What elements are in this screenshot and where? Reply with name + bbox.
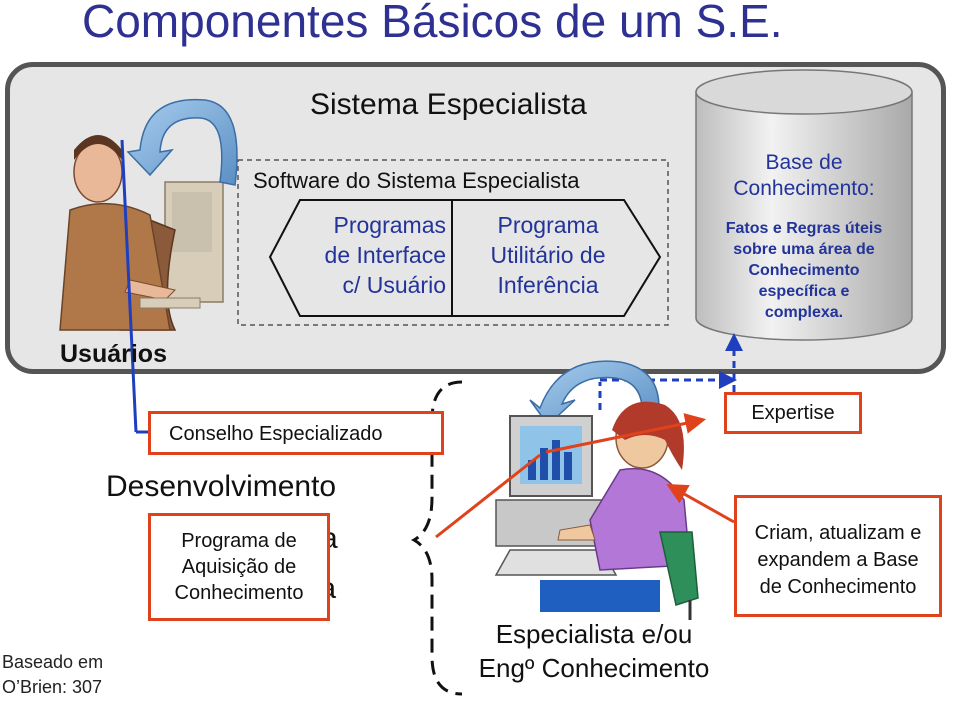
acquisition-line: Aquisição de [181,556,297,578]
knowledge-base-desc-line: complexa. [764,304,844,321]
acquisition-line: Programa de [181,530,297,552]
knowledge-base-cylinder [695,69,913,341]
knowledge-base-description: Fatos e Regras úteis sobre uma área de C… [705,218,903,323]
curved-arrow-users [126,98,238,186]
inference-program-shape [451,199,662,317]
users-link-line [120,139,138,433]
expert-label-line: Especialista e/ou [495,619,693,649]
expert-label: Especialista e/ou Engº Conhecimento [456,617,732,685]
software-title: Software do Sistema Especialista [253,168,580,193]
inference-program-line: Utilitário de [490,242,606,268]
knowledge-base-desc-line: Fatos e Regras úteis [725,220,883,237]
interface-program-line: c/ Usuário [342,272,446,298]
create-update-box: Criam, atualizam e expandem a Base de Co… [734,495,942,617]
page-title: Componentes Básicos de um S.E. [82,0,783,47]
inference-program-label: Programa Utilitário de Inferência [462,210,634,300]
source-line: O’Brien: 307 [2,677,103,697]
knowledge-base-title: Base de Conhecimento: [700,150,908,202]
inference-program-line: Inferência [497,272,599,298]
create-update-line: expandem a Base [757,549,919,571]
interface-program-line: Programas [333,212,446,238]
interface-program-label: Programas de Interface c/ Usuário [296,210,446,300]
expert-label-line: Engº Conhecimento [478,653,710,683]
expert-advice-box: Conselho Especializado [148,411,444,455]
dashed-brace [410,380,463,696]
knowledge-base-desc-line: sobre uma área de [733,241,875,258]
knowledge-base-desc-line: específica e [758,283,850,300]
users-label: Usuários [60,340,167,368]
software-dashed-box [237,159,669,326]
knowledge-acquisition-box: Programa de Aquisição de Conhecimento [148,513,330,621]
create-update-line: Criam, atualizam e [754,522,922,544]
red-arrow-expertise [545,413,707,454]
acquisition-line: Conhecimento [174,582,304,604]
source-note: Baseado em O’Brien: 307 [2,650,103,700]
red-arrow-create [666,483,735,524]
create-update-line: de Conhecimento [759,576,917,598]
source-line: Baseado em [2,652,104,672]
system-title: Sistema Especialista [310,88,587,121]
expertise-box: Expertise [724,392,862,434]
knowledge-base-desc-line: Conhecimento [748,262,860,279]
knowledge-base-title-line: Conhecimento: [733,177,875,200]
inference-program-line: Programa [497,212,599,238]
development-label: Desenvolvimento [106,470,337,503]
knowledge-base-title-line: Base de [765,151,843,174]
red-line-acquisition [435,453,541,539]
interface-program-line: de Interface [324,242,446,268]
expert-at-computer-icon [494,401,699,620]
user-at-computer-icon [59,135,224,331]
